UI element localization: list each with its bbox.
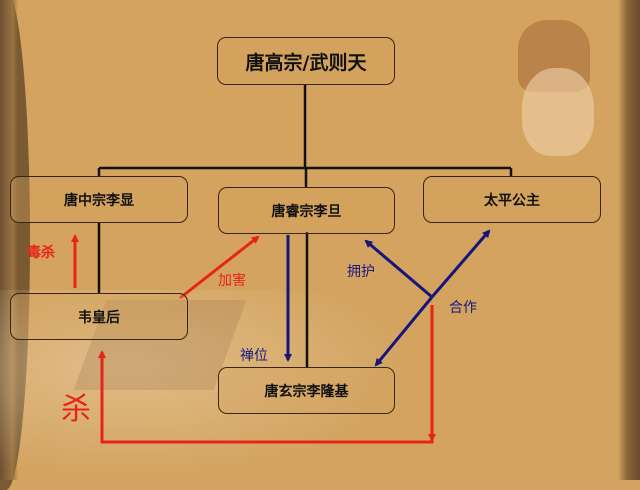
scroll-edge-right — [618, 0, 640, 480]
node-root: 唐高宗/武则天 — [217, 37, 395, 85]
node-root-label: 唐高宗/武则天 — [245, 51, 367, 74]
emperor-portrait — [500, 10, 620, 160]
portrait-face — [522, 68, 594, 156]
label-kill: 杀 — [61, 392, 91, 427]
node-weihou-label: 韦皇后 — [78, 309, 120, 326]
node-zhongzong: 唐中宗李显 — [10, 176, 188, 223]
node-ruizong: 唐睿宗李旦 — [218, 187, 395, 234]
node-weihou: 韦皇后 — [10, 293, 188, 340]
label-cooperate: 合作 — [449, 300, 477, 316]
node-zhongzong-label: 唐中宗李显 — [64, 192, 134, 209]
label-harm: 加害 — [218, 273, 246, 289]
node-ruizong-label: 唐睿宗李旦 — [271, 203, 342, 220]
node-taiping-label: 太平公主 — [484, 192, 540, 209]
node-taiping: 太平公主 — [423, 176, 601, 223]
label-protect: 拥护 — [347, 264, 375, 280]
node-xuanzong: 唐玄宗李隆基 — [218, 367, 395, 414]
node-xuanzong-label: 唐玄宗李隆基 — [264, 383, 349, 400]
label-abdicate: 禅位 — [240, 348, 268, 364]
palace-illustration — [0, 290, 420, 480]
label-poison: 毒杀 — [27, 245, 55, 261]
connector-lines — [71, 84, 513, 444]
